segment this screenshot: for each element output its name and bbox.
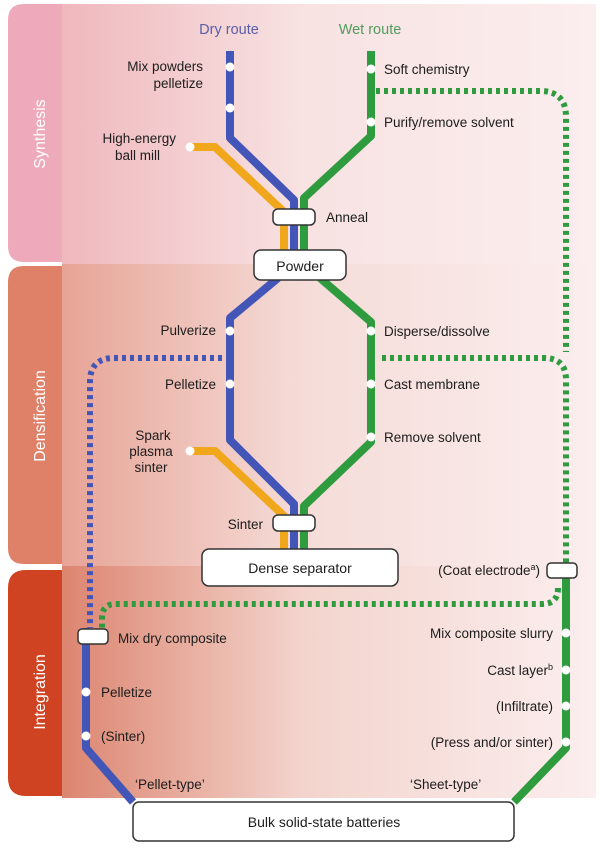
bulk-batteries-box: Bulk solid-state batteries xyxy=(132,801,515,842)
station-remove-solvent xyxy=(366,432,376,442)
coat-electrode-node xyxy=(546,562,578,579)
stage-tab-densification: Densification xyxy=(8,266,62,564)
station-disperse xyxy=(366,326,376,336)
dry-route-synthesis xyxy=(226,51,298,252)
station-pelletize-dens xyxy=(225,379,235,389)
label-mix-powders: Mix powders xyxy=(127,59,203,74)
label-coat-electrode: (Coat electrodea) xyxy=(438,562,540,578)
station-sinter-int xyxy=(81,731,91,741)
label-spark: Spark xyxy=(135,428,171,443)
sinter-node xyxy=(272,514,316,532)
label-mix-dry-composite: Mix dry composite xyxy=(118,631,227,646)
station-pulverize xyxy=(225,326,235,336)
station-dry-synthesis-2 xyxy=(225,103,235,113)
powder-label: Powder xyxy=(276,258,324,274)
label-high-energy: High-energy xyxy=(102,131,176,146)
label-pelletize-integration: Pelletize xyxy=(101,685,152,700)
wet-dotted-connector-integration xyxy=(99,587,561,628)
wet-route-title: Wet route xyxy=(339,22,402,38)
wet-dotted-connector-densification xyxy=(382,355,569,563)
label-ball-mill: ball mill xyxy=(115,148,160,163)
station-pelletize-int xyxy=(81,687,91,697)
station-infiltrate xyxy=(561,701,571,711)
stage-title-integration: Integration xyxy=(32,654,49,730)
station-mix-powders xyxy=(225,62,235,72)
alt-route-densification xyxy=(190,447,288,550)
station-mix-slurry xyxy=(561,628,571,638)
station-cast-layer xyxy=(561,665,571,675)
powder-box: Powder xyxy=(253,249,347,281)
label-sinter-sps: sinter xyxy=(134,460,168,475)
label-pulverize: Pulverize xyxy=(160,323,216,338)
background-panel xyxy=(62,4,596,798)
anneal-node xyxy=(272,208,316,226)
label-pelletize-densification: Pelletize xyxy=(165,377,216,392)
label-sinter-integration: (Sinter) xyxy=(101,729,145,744)
label-disperse: Disperse/dissolve xyxy=(384,324,490,339)
label-purify: Purify/remove solvent xyxy=(384,115,514,130)
label-infiltrate: (Infiltrate) xyxy=(496,699,553,714)
label-sinter: Sinter xyxy=(228,517,264,532)
label-plasma: plasma xyxy=(129,444,173,459)
station-spark-plasma xyxy=(185,446,195,456)
stage-title-densification: Densification xyxy=(32,370,49,462)
dry-route-integration xyxy=(82,628,137,805)
label-soft-chemistry: Soft chemistry xyxy=(384,62,470,77)
bulk-batteries-label: Bulk solid-state batteries xyxy=(248,814,401,830)
mix-dry-composite-node xyxy=(77,628,109,645)
station-purify xyxy=(366,117,376,127)
label-press-sinter: (Press and/or sinter) xyxy=(431,735,553,750)
label-remove-solvent: Remove solvent xyxy=(384,430,481,445)
station-cast-membrane xyxy=(366,379,376,389)
label-pellet-type: ‘Pellet-type’ xyxy=(135,777,205,792)
label-sheet-type: ‘Sheet-type’ xyxy=(410,777,481,792)
dry-route-title: Dry route xyxy=(199,22,259,38)
stage-tab-integration: Integration xyxy=(8,570,62,796)
dense-separator-label: Dense separator xyxy=(248,560,352,576)
label-anneal: Anneal xyxy=(326,210,368,225)
stage-tab-synthesis: Synthesis xyxy=(8,4,62,262)
label-pelletize-synthesis: pelletize xyxy=(153,76,203,91)
station-soft-chemistry xyxy=(366,64,376,74)
dry-dotted-connector-densification xyxy=(87,355,230,628)
label-cast-membrane: Cast membrane xyxy=(384,377,480,392)
dense-separator-box: Dense separator xyxy=(201,548,399,587)
wet-dotted-connector-synthesis xyxy=(368,88,569,352)
station-ball-mill xyxy=(185,142,195,152)
label-mix-slurry: Mix composite slurry xyxy=(430,626,553,641)
stage-title-synthesis: Synthesis xyxy=(32,99,49,168)
label-cast-layer: Cast layerb xyxy=(487,662,553,678)
station-press-sinter xyxy=(561,737,571,747)
alt-route-synthesis xyxy=(190,143,288,252)
